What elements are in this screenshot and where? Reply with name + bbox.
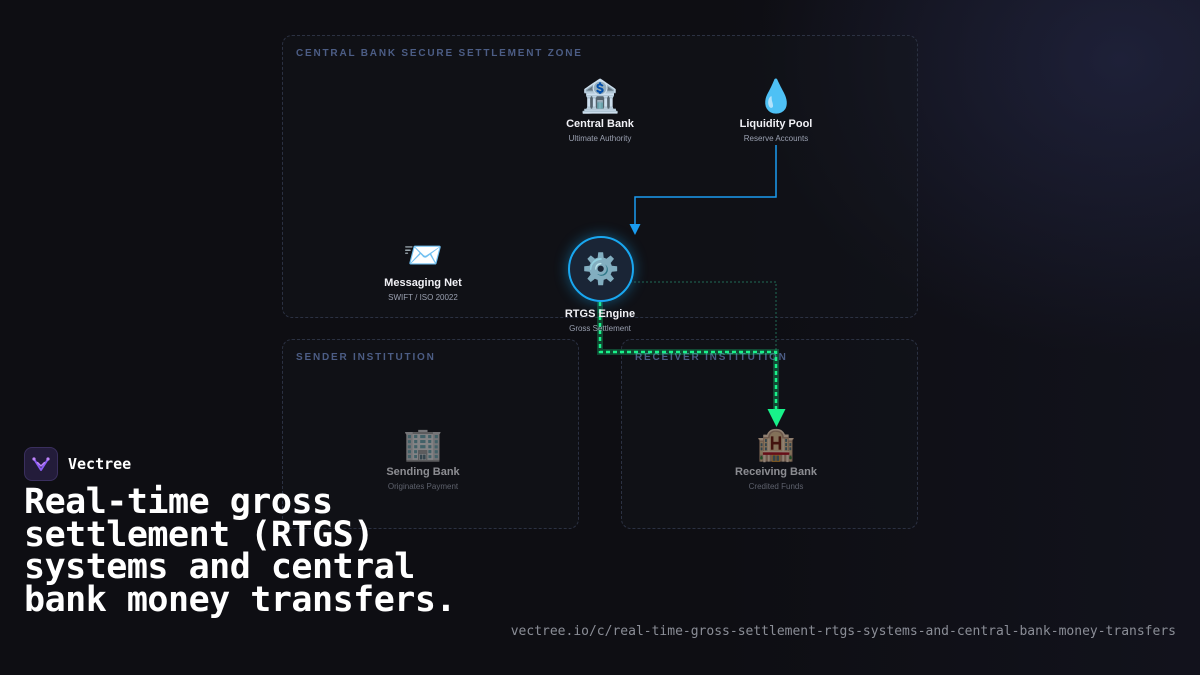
liquidity-arrowhead [629, 224, 641, 235]
messaging-net-title: Messaging Net [384, 277, 462, 289]
brand[interactable]: Vectree [24, 447, 131, 481]
sending-bank-node[interactable]: 🏢 Sending Bank Originates Payment [343, 424, 503, 491]
vectree-logo-icon [24, 447, 58, 481]
liquidity-to-rtgs-edge [634, 145, 777, 228]
messaging-net-subtitle: SWIFT / ISO 20022 [388, 293, 458, 302]
rtgs-engine-node: RTGS Engine Gross Settlement [520, 306, 680, 333]
sending-bank-subtitle: Originates Payment [387, 482, 459, 491]
receiver-zone-label: RECEIVER INSTITUTION [635, 352, 788, 363]
receiver-zone [621, 339, 918, 529]
central-bank-title: Central Bank [566, 118, 634, 130]
bank-icon: 🏦 [580, 78, 620, 114]
incoming-envelope-icon: 📨 [403, 237, 443, 273]
rtgs-engine-title: RTGS Engine [564, 308, 636, 320]
rtgs-engine-subtitle: Gross Settlement [569, 324, 631, 333]
hotel-icon: 🏨 [756, 426, 796, 462]
page-url-link[interactable]: vectree.io/c/real-time-gross-settlement-… [510, 624, 1176, 639]
receiving-bank-title: Receiving Bank [735, 466, 817, 478]
liquidity-pool-subtitle: Reserve Accounts [743, 134, 809, 143]
receiving-bank-subtitle: Credited Funds [748, 482, 804, 491]
settlement-arrowhead [767, 409, 786, 427]
liquidity-pool-node[interactable]: 💧 Liquidity Pool Reserve Accounts [696, 76, 856, 143]
sender-zone-label: SENDER INSTITUTION [296, 352, 436, 363]
auxiliary-dashed-edge [630, 281, 777, 350]
sender-zone [282, 339, 579, 529]
gear-icon: ⚙️ [582, 252, 620, 286]
brand-name: Vectree [68, 455, 132, 473]
droplet-icon: 💧 [756, 78, 796, 114]
central-bank-node[interactable]: 🏦 Central Bank Ultimate Authority [520, 76, 680, 143]
sending-bank-title: Sending Bank [386, 466, 460, 478]
liquidity-pool-title: Liquidity Pool [739, 118, 813, 130]
rtgs-engine-circle[interactable]: ⚙️ [568, 236, 634, 302]
headline: Real-time gross settlement (RTGS) system… [24, 482, 457, 620]
receiving-bank-node[interactable]: 🏨 Receiving Bank Credited Funds [696, 424, 856, 491]
rtgs-to-receiving-bank-edge [598, 302, 778, 410]
central-bank-subtitle: Ultimate Authority [568, 134, 632, 143]
messaging-net-node[interactable]: 📨 Messaging Net SWIFT / ISO 20022 [343, 235, 503, 302]
central-zone-label: CENTRAL BANK SECURE SETTLEMENT ZONE [296, 48, 583, 59]
office-building-icon: 🏢 [403, 426, 443, 462]
